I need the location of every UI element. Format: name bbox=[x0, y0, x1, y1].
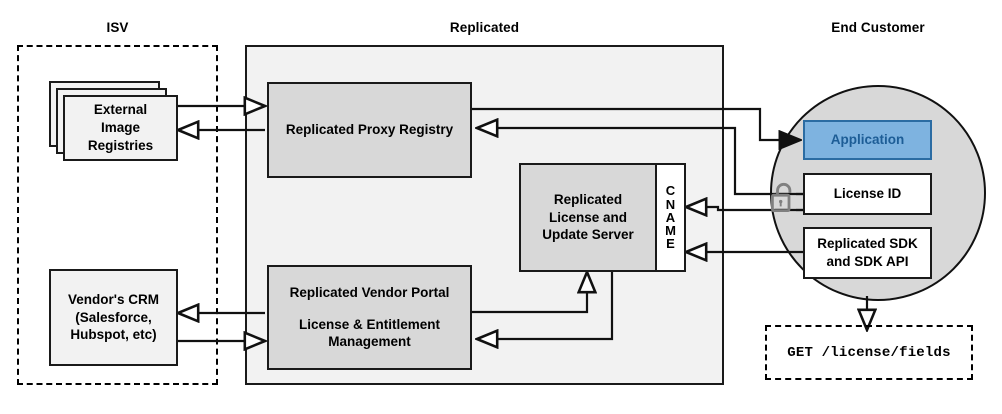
cname-letter-a: A bbox=[665, 209, 676, 225]
cname-letter-n: N bbox=[665, 196, 676, 212]
license-id-label: License ID bbox=[833, 186, 902, 202]
external-image-registries[interactable]: External Image Registries bbox=[63, 95, 178, 161]
replicated-vendor-portal-subtitle: License & Entitlement Management bbox=[299, 316, 440, 352]
isv-boundary bbox=[17, 45, 218, 385]
external-image-registries-label: External Image Registries bbox=[87, 102, 154, 153]
vendor-portal-sub-line-2: Management bbox=[328, 334, 411, 350]
replicated-vendor-portal-title: Replicated Vendor Portal bbox=[289, 284, 450, 300]
api-request-boundary bbox=[765, 325, 973, 380]
vendors-crm[interactable]: Vendor's CRM (Salesforce, Hubspot, etc) bbox=[49, 269, 178, 366]
replicated-license-update-server[interactable]: Replicated License and Update Server bbox=[519, 163, 657, 272]
replicated-vendor-portal[interactable]: Replicated Vendor Portal License & Entit… bbox=[267, 265, 472, 370]
replicated-sdk[interactable]: Replicated SDK and SDK API bbox=[803, 227, 932, 279]
replicated-proxy-registry[interactable]: Replicated Proxy Registry bbox=[267, 82, 472, 178]
group-title-end-customer: End Customer bbox=[831, 20, 925, 35]
replicated-license-update-server-label: Replicated License and Update Server bbox=[542, 191, 634, 243]
replicated-sdk-label: Replicated SDK and SDK API bbox=[817, 236, 918, 269]
group-title-isv: ISV bbox=[106, 20, 129, 35]
application[interactable]: Application bbox=[803, 120, 932, 160]
license-id[interactable]: License ID bbox=[803, 173, 932, 215]
vendors-crm-label: Vendor's CRM (Salesforce, Hubspot, etc) bbox=[68, 291, 159, 343]
group-title-replicated: Replicated bbox=[449, 20, 520, 35]
cname-letter-m: M bbox=[665, 223, 676, 239]
api-request[interactable]: GET /license/fields bbox=[765, 325, 973, 380]
api-request-label: GET /license/fields bbox=[787, 344, 951, 361]
vendor-portal-sub-line-1: License & Entitlement bbox=[298, 316, 441, 332]
unlocked-padlock-icon bbox=[768, 181, 798, 218]
cname-letter-c: C bbox=[665, 183, 676, 199]
replicated-proxy-registry-label: Replicated Proxy Registry bbox=[285, 122, 454, 138]
cname-letter-e: E bbox=[666, 236, 675, 252]
application-label: Application bbox=[830, 132, 905, 148]
cname-strip[interactable]: C N A M E bbox=[655, 163, 686, 272]
